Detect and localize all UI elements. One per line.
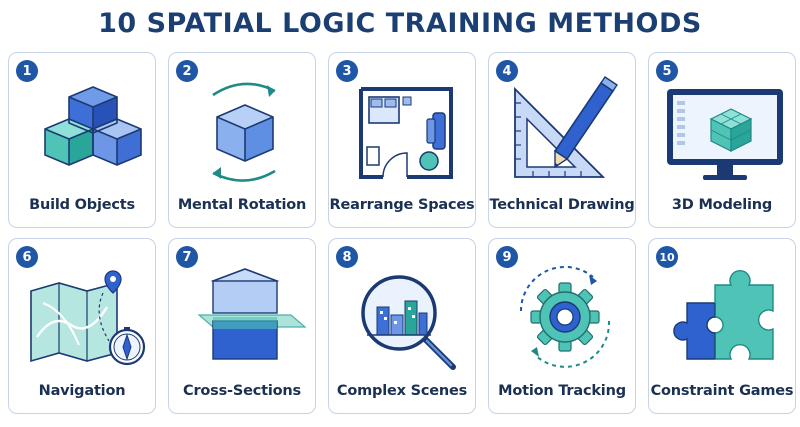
number-badge: 8 <box>336 246 358 268</box>
number-badge: 4 <box>496 60 518 82</box>
method-label: Rearrange Spaces <box>329 197 475 213</box>
method-label: Cross-Sections <box>183 383 301 399</box>
method-label: Technical Drawing <box>489 197 635 213</box>
puzzle-piece-icon <box>673 269 774 360</box>
number-badge: 1 <box>16 60 38 82</box>
page-title: 10 SPATIAL LOGIC TRAINING METHODS <box>98 8 702 39</box>
method-card-3d-modeling: 5 3D Modeling <box>648 52 796 228</box>
stacked-cubes-icon <box>44 86 142 166</box>
map-compass-icon <box>30 270 146 366</box>
method-card-technical-drawing: 4 Technical Drawing <box>488 52 636 228</box>
sliced-cube-icon <box>197 268 307 360</box>
number-badge: 5 <box>656 60 678 82</box>
number-badge: 3 <box>336 60 358 82</box>
rotating-cube-icon <box>212 82 276 182</box>
magnifier-city-icon <box>361 275 456 370</box>
method-card-build-objects: 1 Build Objects <box>8 52 156 228</box>
method-label: Constraint Games <box>650 383 794 399</box>
number-badge: 7 <box>176 246 198 268</box>
number-badge: 2 <box>176 60 198 82</box>
method-label: Build Objects <box>29 197 135 213</box>
method-label: Mental Rotation <box>177 197 307 213</box>
monitor-3d-cube-icon <box>667 89 783 180</box>
number-badge: 10 <box>656 246 678 268</box>
method-label: Motion Tracking <box>498 383 626 399</box>
pencil-set-square-icon <box>514 76 618 178</box>
method-card-complex-scenes: 8 Complex Scenes <box>328 238 476 414</box>
number-badge: 9 <box>496 246 518 268</box>
gear-arrows-icon <box>519 265 611 368</box>
method-label: 3D Modeling <box>671 197 773 213</box>
method-label: Complex Scenes <box>336 383 468 399</box>
method-card-motion-tracking: 9 Motion Tr <box>488 238 636 414</box>
method-card-constraint-games: 10 Constraint Games <box>648 238 796 414</box>
method-card-navigation: 6 Navigation <box>8 238 156 414</box>
number-badge: 6 <box>16 246 38 268</box>
floor-plan-icon <box>359 87 453 179</box>
methods-grid: 1 Build Objects 2 <box>8 52 796 418</box>
method-label: Navigation <box>38 383 126 399</box>
method-card-rearrange-spaces: 3 Rearrange Spaces <box>328 52 476 228</box>
method-card-cross-sections: 7 Cross-Sections <box>168 238 316 414</box>
method-card-mental-rotation: 2 Mental Rotation <box>168 52 316 228</box>
